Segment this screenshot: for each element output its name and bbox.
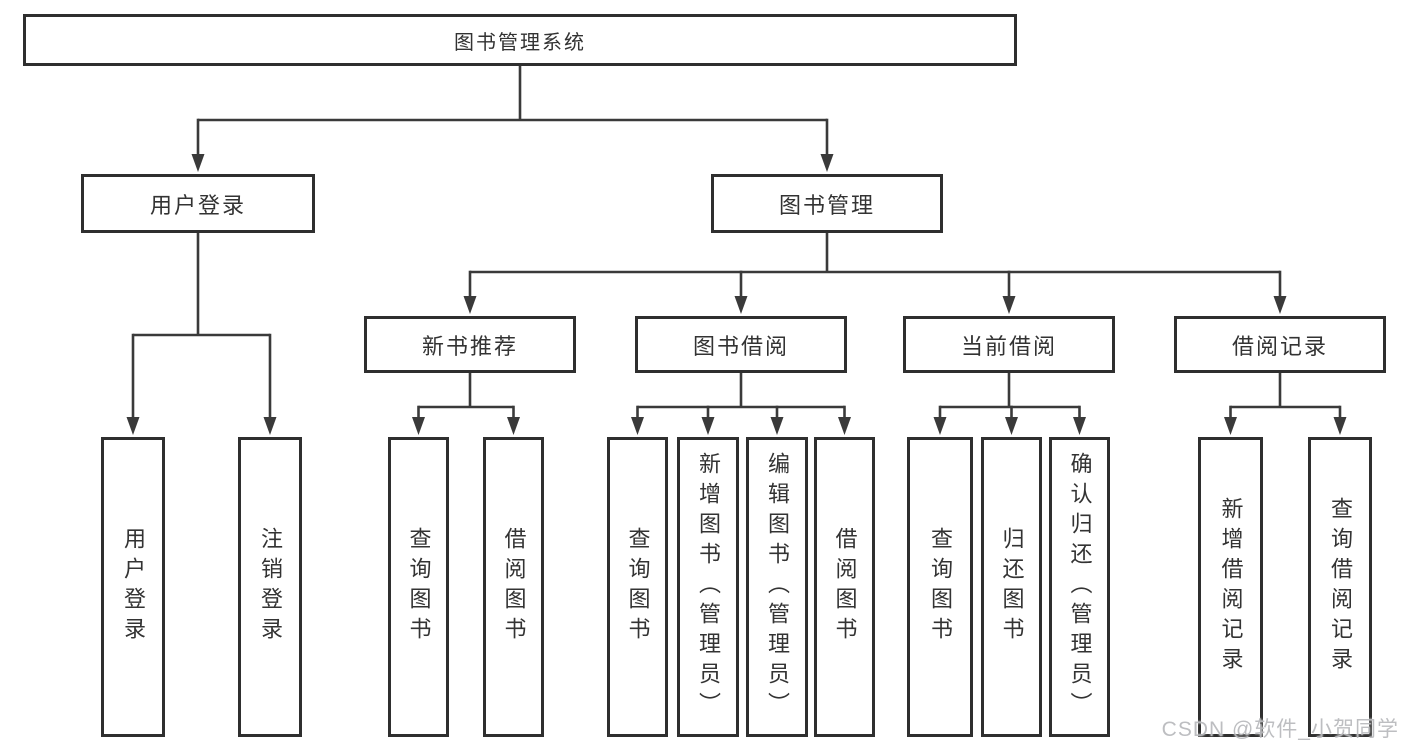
node-user-login-leaf: 用户登录 bbox=[101, 437, 165, 737]
node-search-books-current: 查询图书 bbox=[907, 437, 973, 737]
node-label: 注销登录 bbox=[258, 527, 283, 647]
node-label: 当前借阅 bbox=[960, 333, 1057, 359]
node-label: 查询图书 bbox=[406, 527, 432, 647]
node-label: 用户登录 bbox=[121, 527, 146, 647]
node-new-book-recommendation: 新书推荐 bbox=[364, 316, 576, 373]
node-label: 新增借阅记录 bbox=[1218, 497, 1244, 677]
node-label: 查询借阅记录 bbox=[1328, 497, 1353, 677]
node-label: 新书推荐 bbox=[421, 333, 518, 359]
node-logout: 注销登录 bbox=[238, 437, 302, 737]
node-search-books-recommend: 查询图书 bbox=[388, 437, 449, 737]
node-label: 图书借阅 bbox=[692, 333, 789, 359]
csdn-watermark: CSDN @软件_小贺同学 bbox=[1161, 718, 1399, 741]
node-search-borrow-record: 查询借阅记录 bbox=[1308, 437, 1372, 737]
node-current-borrowing: 当前借阅 bbox=[903, 316, 1115, 373]
node-confirm-return-admin: 确认归还（管理员） bbox=[1049, 437, 1110, 737]
node-label: 新增图书（管理员） bbox=[696, 452, 721, 722]
node-return-books: 归还图书 bbox=[981, 437, 1042, 737]
node-label: 用户登录 bbox=[149, 192, 246, 218]
node-label: 归还图书 bbox=[999, 527, 1025, 647]
node-label: 确认归还（管理员） bbox=[1067, 452, 1093, 722]
node-borrow-books-borrowing: 借阅图书 bbox=[814, 437, 875, 737]
node-label: 图书管理 bbox=[778, 192, 875, 218]
node-edit-books-admin: 编辑图书（管理员） bbox=[746, 437, 808, 737]
node-search-books-borrowing: 查询图书 bbox=[607, 437, 668, 737]
node-book-management: 图书管理 bbox=[711, 174, 943, 233]
node-book-borrowing: 图书借阅 bbox=[635, 316, 847, 373]
node-user-login: 用户登录 bbox=[81, 174, 315, 233]
node-label: 借阅图书 bbox=[501, 527, 527, 647]
node-borrow-records: 借阅记录 bbox=[1174, 316, 1386, 373]
node-label: 图书管理系统 bbox=[454, 31, 586, 54]
node-add-borrow-record: 新增借阅记录 bbox=[1198, 437, 1263, 737]
node-add-books-admin: 新增图书（管理员） bbox=[677, 437, 739, 737]
node-label: 查询图书 bbox=[625, 527, 651, 647]
node-label: 查询图书 bbox=[928, 527, 953, 647]
node-label: 编辑图书（管理员） bbox=[765, 452, 790, 722]
node-label: 借阅图书 bbox=[832, 527, 858, 647]
node-borrow-books-recommend: 借阅图书 bbox=[483, 437, 544, 737]
node-label: 借阅记录 bbox=[1231, 333, 1328, 359]
node-library-management-system: 图书管理系统 bbox=[23, 14, 1017, 66]
